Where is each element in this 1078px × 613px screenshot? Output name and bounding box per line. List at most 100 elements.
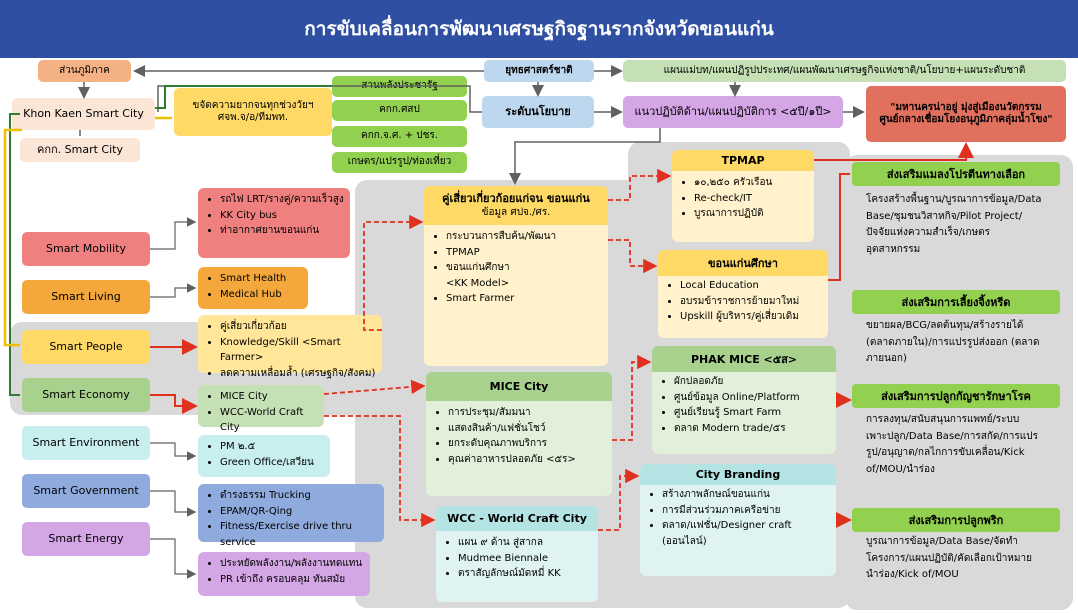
line-agency-green — [155, 85, 332, 109]
conn-mobility — [150, 217, 197, 250]
list-item: การประชุม/สัมมนา — [448, 405, 606, 421]
smart-city-box: Khon Kaen Smart City — [12, 98, 155, 130]
list-item: คู่เสี่ยวเกี่ยวก้อย — [220, 319, 376, 335]
text-line: ปัจจัยแห่งความสำเร็จ/เกษตร — [866, 227, 991, 238]
smart-environment-label: Smart Environment — [22, 426, 150, 460]
list-item: กระบวนการสืบค้น/พัฒนา — [446, 229, 602, 245]
list-item: Knowledge/Skill <Smart Farmer> — [220, 335, 376, 366]
list-item: ขอนแก่นศึกษา — [446, 260, 602, 276]
text-line: Base/ชุมชนวิสาหกิจ/Pilot Project/ — [866, 210, 1023, 222]
list-item: ตลาด Modern trade/๕ร — [674, 421, 830, 437]
smart-government-items: ดำรงธรรม TruckingEPAM/QR-QingFitness/Exe… — [198, 484, 384, 548]
arrow-wcc-branding — [598, 468, 640, 531]
phak-card: PHAK MICE <๕ส> ผักปลอดภัย ศูนย์ข้อมูล On… — [652, 346, 836, 454]
smart-living-items: Smart HealthMedical Hub — [198, 267, 308, 309]
line-policy-smartcity — [157, 85, 482, 113]
smart-economy-items: MICE CityWCC-World Craft City — [198, 385, 324, 433]
list-item: แผน ๙ ด้าน สู่สากล — [458, 535, 592, 551]
cannabis-text: การลงทุน/สนับสนุนการแพทย์/ระบบ เพาะปลูก/… — [858, 410, 1070, 480]
conn-environment — [150, 442, 197, 461]
text-line: การลงทุน/สนับสนุนการแพทย์/ระบบ — [866, 414, 1020, 425]
poverty-sub-label: ศจพ.จ/อ/ทีมพท. — [217, 112, 289, 123]
kusiao-sub: ข้อมูล ศปจ./ศร. — [481, 207, 551, 219]
list-item: EPAM/QR-Qing — [220, 504, 378, 520]
conn-government — [150, 490, 197, 517]
page-title: การขับเคลื่อนการพัฒนาเศรษฐกิจฐานรากจังหว… — [0, 0, 1078, 58]
list-item: Green Office/เสวียน — [220, 455, 324, 471]
chili-title: ส่งเสริมการปลูกพริก — [852, 508, 1060, 532]
conn-economy — [150, 394, 198, 414]
branding-card: City Branding สร้างภาพลักษณ์ขอนแก่น การม… — [640, 464, 836, 576]
arrow-kkstudy-right — [828, 173, 850, 281]
text-line: รูป/อนุญาต/กลไกการขับเคลื่อน/Kick — [866, 447, 1025, 458]
list-item: WCC-World Craft City — [220, 405, 318, 436]
list-item: PR เข้าถึง ครอบคลุม ทันสมัย — [220, 572, 364, 588]
branding-title: City Branding — [640, 464, 836, 485]
chili-text: บูรณาการข้อมูล/Data Base/จัดทำ โครงการ/แ… — [858, 532, 1070, 586]
list-item: ท่าอากาศยานขอนแก่น — [220, 223, 344, 239]
kusiao-title: คู่เสี่ยวเกี่ยวก้อยแก่จน ขอนแก่น — [442, 192, 590, 205]
list-item: บูรณาการปฏิบัติ — [694, 206, 808, 222]
list-item: <KK Model> — [446, 277, 510, 289]
arrow-mice-phak — [612, 354, 652, 441]
diagram-panel-right — [845, 155, 1073, 610]
poverty-box: ขจัดความยากจนทุกช่วงวัยฯ ศจพ.จ/อ/ทีมพท. — [174, 88, 332, 136]
list-item: คุณค่าอาหารปลอดภัย <๕ร> — [448, 452, 606, 468]
text-line: ขยายผล/BCG/ลดต้นทุน/สร้างรายได้ — [866, 320, 1024, 331]
list-item: Local Education — [680, 278, 822, 294]
phak-title: PHAK MICE <๕ส> — [652, 346, 836, 372]
kusiao-header: คู่เสี่ยวเกี่ยวก้อยแก่จน ขอนแก่น ข้อมูล … — [424, 186, 608, 226]
list-item: Re-check/IT — [694, 191, 808, 207]
list-item: Mudmee Biennale — [458, 551, 592, 567]
list-item: Medical Hub — [220, 287, 302, 303]
masterplan-box: แผนแม่บท/แผนปฏิรูปประเทศ/แผนพัฒนาเศรษฐกิ… — [623, 60, 1066, 82]
smart-economy-label: Smart Economy — [22, 378, 150, 412]
national-strategy-box: ยุทธศาสตร์ชาติ — [484, 60, 594, 82]
wcc-card: WCC - World Craft City แผน ๙ ด้าน สู่สาก… — [436, 506, 598, 602]
list-item: ศูนย์ข้อมูล Online/Platform — [674, 390, 830, 406]
line-yellow-left — [3, 128, 22, 347]
text-line: บูรณาการข้อมูล/Data Base/จัดทำ — [866, 536, 1018, 547]
text-line: โครงสร้างพื้นฐาน/บูรณาการข้อมูล/Data — [866, 194, 1042, 205]
smart-government-label: Smart Government — [22, 474, 150, 508]
conn-energy — [150, 538, 197, 579]
smart-people-items: คู่เสี่ยวเกี่ยวก้อยKnowledge/Skill <Smar… — [198, 315, 382, 379]
list-item: MICE City — [220, 389, 318, 405]
vision-box: "มหานครน่าอยู่ มุ่งสู่เมืองนวัตกรรม ศูนย… — [866, 86, 1066, 142]
list-item: แสดงสินค้า/แฟชั่นโชว์ — [448, 421, 606, 437]
list-item: รถไฟ LRT/รางคู่/ความเร็วสูง — [220, 192, 344, 208]
list-item: (ออนไลน์) — [662, 535, 707, 547]
kusiao-list: กระบวนการสืบค้น/พัฒนา TPMAP ขอนแก่นศึกษา… — [424, 225, 608, 311]
line-guideline-kusiao — [509, 128, 661, 185]
list-item: ศูนย์เรียนรู้ Smart Farm — [674, 405, 830, 421]
mice-list: การประชุม/สัมมนา แสดงสินค้า/แฟชั่นโชว์ ย… — [426, 401, 612, 471]
text-line: of/MOU/นำร่อง — [866, 463, 935, 475]
text-line: โครงการ/แผนปฏิบัติ/คัดเลือกเป้าหมาย — [866, 552, 1032, 564]
smart-mobility-items: รถไฟ LRT/รางคู่/ความเร็วสูงKK City busท่… — [198, 188, 350, 258]
wcc-title: WCC - World Craft City — [436, 506, 598, 531]
list-item: KK City bus — [220, 208, 344, 224]
smart-living-label: Smart Living — [22, 280, 150, 314]
list-item: PM ๒.๕ — [220, 439, 324, 455]
guideline-box: แนวปฏิบัติด้าน/แผนปฏิบัติการ <๕ปี/๑ปี> — [623, 96, 843, 128]
text-line: (ตลาดภายใน)/การแปรรูปส่งออก (ตลาด — [866, 336, 1040, 348]
kusiao-card: คู่เสี่ยวเกี่ยวก้อยแก่จน ขอนแก่น ข้อมูล … — [424, 186, 608, 366]
tpmap-list: ๑๐,๒๕๐ ครัวเรือน Re-check/IT บูรณาการปฏิ… — [672, 171, 814, 226]
arrow-mice-city — [323, 379, 426, 395]
smart-energy-items: ประหยัดพลังงาน/พลังงานทดแทนPR เข้าถึง คร… — [198, 552, 370, 596]
tpmap-title: TPMAP — [672, 150, 814, 171]
arrow-kusiao-tpmap — [608, 168, 672, 201]
regional-box: ส่วนภูมิภาค — [38, 60, 131, 82]
smart-energy-label: Smart Energy — [22, 522, 150, 556]
list-item: ยกระดับคุณภาพบริการ — [448, 436, 606, 452]
list-item: Smart Farmer — [446, 291, 602, 307]
agency-box-4: เกษตร/แปรรูป/ท่องเที่ยว — [332, 152, 467, 173]
text-line: เพาะปลูก/Data Base/การสกัด/การแปร — [866, 430, 1038, 442]
mice-card: MICE City การประชุม/สัมมนา แสดงสินค้า/แฟ… — [426, 372, 612, 496]
agency-box-3: คกก.จ.ศ. + ปชร. — [332, 126, 467, 147]
list-item: Smart Health — [220, 271, 302, 287]
arrow-people-kusiao — [363, 214, 424, 331]
arrow-kusiao-kkstudy — [608, 239, 658, 274]
smart-mobility-label: Smart Mobility — [22, 232, 150, 266]
